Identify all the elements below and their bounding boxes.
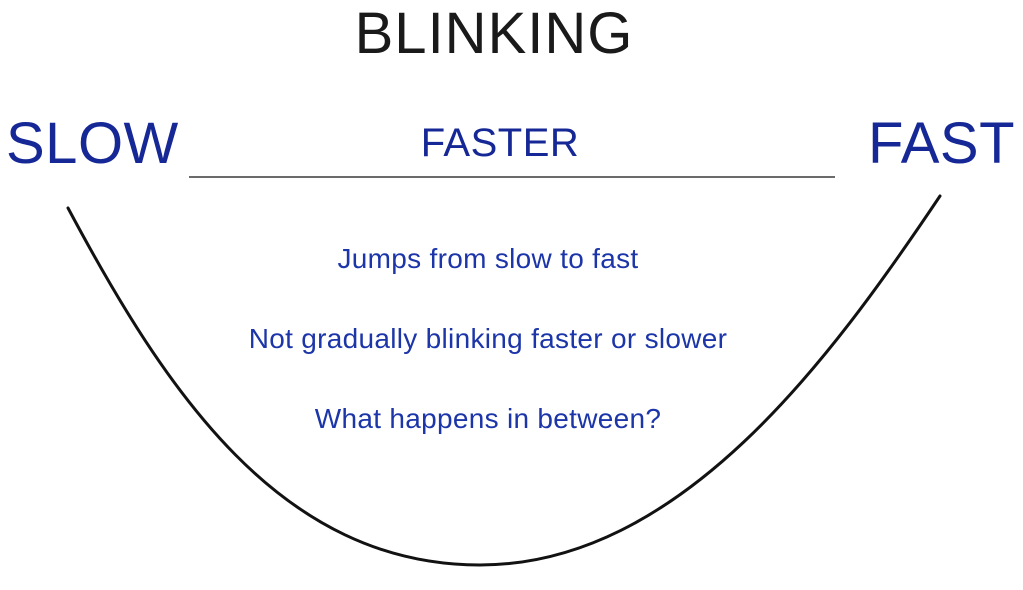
note-jumps: Jumps from slow to fast bbox=[337, 243, 639, 274]
faster-label: FASTER bbox=[420, 121, 580, 165]
note-question: What happens in between? bbox=[314, 403, 662, 434]
note-not-gradual: Not gradually blinking faster or slower bbox=[248, 323, 728, 354]
speed-axis-line bbox=[189, 176, 835, 178]
slow-label: SLOW bbox=[6, 111, 179, 176]
page-title: BLINKING bbox=[354, 1, 634, 66]
fast-label: FAST bbox=[867, 111, 1015, 176]
u-curve-path bbox=[66, 194, 942, 567]
